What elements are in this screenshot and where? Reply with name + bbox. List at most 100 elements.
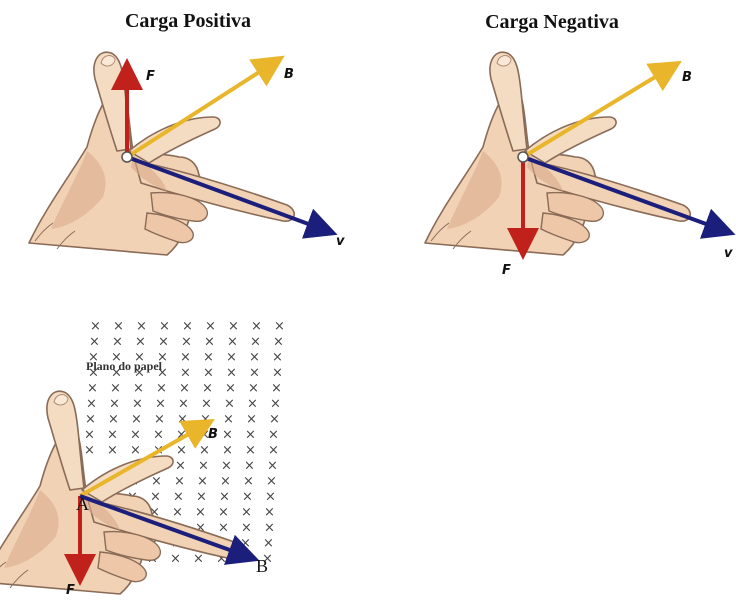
right-hand-illustration	[29, 52, 294, 255]
field-mark: ×	[131, 412, 142, 427]
field-mark: ×	[202, 381, 213, 396]
field-mark: ×	[87, 381, 98, 396]
field-label: B	[208, 427, 218, 442]
magnetic-field-vector-arrow	[523, 65, 675, 157]
field-mark: ×	[220, 474, 231, 489]
field-mark: ×	[270, 397, 281, 412]
field-mark: ×	[180, 366, 191, 381]
field-mark: ×	[172, 505, 183, 520]
field-mark: ×	[110, 381, 121, 396]
magnetic-field-vector-arrow	[80, 423, 208, 496]
field-mark: ×	[151, 474, 162, 489]
charge-point	[518, 152, 528, 162]
field-mark: ×	[86, 397, 97, 412]
charge-point	[122, 152, 132, 162]
field-mark: ×	[204, 335, 215, 350]
field-mark: ×	[107, 428, 118, 443]
field-mark: ×	[180, 350, 191, 365]
field-mark: ×	[249, 350, 260, 365]
panel-negative-charge: Carga Negativa F B v	[425, 11, 733, 278]
force-label: F	[502, 263, 511, 278]
field-mark: ×	[193, 552, 204, 567]
field-mark: ×	[89, 335, 100, 350]
field-mark: ×	[223, 412, 234, 427]
field-mark: ×	[272, 366, 283, 381]
field-mark: ×	[267, 459, 278, 474]
field-mark: ×	[90, 319, 101, 334]
field-mark: ×	[132, 397, 143, 412]
field-mark: ×	[203, 350, 214, 365]
field-mark: ×	[224, 397, 235, 412]
field-mark: ×	[274, 319, 285, 334]
field-mark: ×	[226, 350, 237, 365]
paper-plane-label: Plano do papel	[86, 359, 163, 373]
field-mark: ×	[159, 319, 170, 334]
field-mark: ×	[156, 381, 167, 396]
field-mark: ×	[250, 335, 261, 350]
field-label: B	[284, 67, 294, 82]
field-mark: ×	[251, 319, 262, 334]
field-mark: ×	[154, 412, 165, 427]
field-mark: ×	[155, 397, 166, 412]
velocity-label: v	[724, 246, 733, 261]
field-mark: ×	[113, 319, 124, 334]
field-mark: ×	[249, 366, 260, 381]
field-mark: ×	[177, 412, 188, 427]
field-mark: ×	[222, 428, 233, 443]
force-label: F	[146, 69, 155, 84]
field-mark: ×	[225, 381, 236, 396]
panel-positive-charge: Carga Positiva F B v	[29, 10, 345, 255]
field-mark: ×	[176, 443, 187, 458]
field-mark: ×	[130, 443, 141, 458]
field-mark: ×	[241, 505, 252, 520]
field-mark: ×	[197, 474, 208, 489]
field-mark: ×	[158, 335, 169, 350]
field-mark: ×	[266, 474, 277, 489]
field-mark: ×	[218, 505, 229, 520]
field-mark: ×	[268, 443, 279, 458]
field-mark: ×	[271, 381, 282, 396]
field-mark: ×	[264, 521, 275, 536]
field-mark: ×	[218, 521, 229, 536]
panel-paper-plane: ××××××××××××××××××××××××××××××××××××××××…	[0, 319, 285, 598]
field-mark: ×	[203, 366, 214, 381]
field-mark: ×	[174, 474, 185, 489]
field-mark: ×	[108, 412, 119, 427]
field-mark: ×	[243, 474, 254, 489]
panel-title-negative: Carga Negativa	[485, 11, 619, 33]
field-mark: ×	[226, 366, 237, 381]
field-mark: ×	[112, 335, 123, 350]
field-mark: ×	[173, 490, 184, 505]
field-mark: ×	[245, 428, 256, 443]
field-mark: ×	[175, 459, 186, 474]
field-mark: ×	[241, 521, 252, 536]
field-mark: ×	[84, 443, 95, 458]
field-mark: ×	[198, 459, 209, 474]
field-mark: ×	[246, 412, 257, 427]
field-mark: ×	[84, 428, 95, 443]
force-label: F	[66, 583, 75, 598]
panel-title-positive: Carga Positiva	[125, 10, 251, 32]
field-mark: ×	[268, 428, 279, 443]
field-mark: ×	[247, 397, 258, 412]
field-label: B	[682, 70, 692, 85]
field-mark: ×	[221, 459, 232, 474]
velocity-label: v	[336, 234, 345, 249]
field-mark: ×	[195, 505, 206, 520]
field-mark: ×	[170, 552, 181, 567]
point-b-label: B	[256, 556, 268, 576]
field-mark: ×	[205, 319, 216, 334]
field-mark: ×	[181, 335, 192, 350]
field-mark: ×	[196, 490, 207, 505]
field-mark: ×	[178, 397, 189, 412]
field-mark: ×	[182, 319, 193, 334]
field-mark: ×	[264, 505, 275, 520]
field-mark: ×	[269, 412, 280, 427]
field-mark: ×	[136, 319, 147, 334]
field-mark: ×	[150, 490, 161, 505]
field-mark: ×	[109, 397, 120, 412]
field-mark: ×	[85, 412, 96, 427]
field-mark: ×	[107, 443, 118, 458]
field-mark: ×	[273, 335, 284, 350]
